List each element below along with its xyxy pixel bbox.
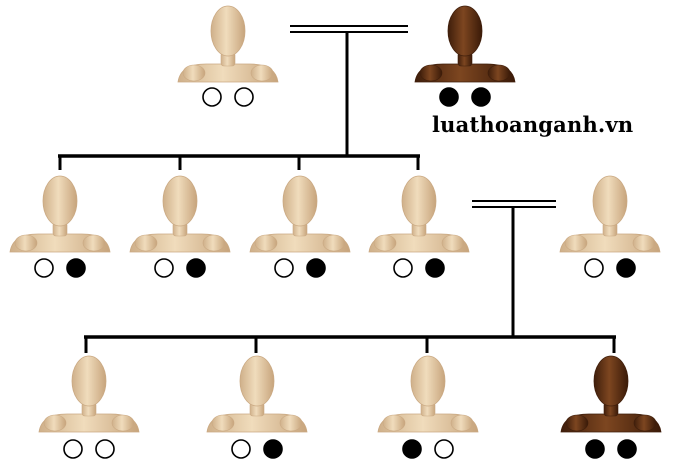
mannequin-shoulder-right <box>633 414 657 432</box>
mannequin-shoulder-left <box>419 64 443 82</box>
mannequin-shoulder-right <box>202 234 226 252</box>
mannequin-shoulder-left <box>211 414 235 432</box>
allele-filled-circle <box>263 439 283 459</box>
mannequin-head <box>71 355 107 407</box>
person-p-2 <box>129 175 231 278</box>
mannequin-head <box>410 355 446 407</box>
mannequin-shoulder-right <box>441 234 465 252</box>
connector-lines <box>58 25 616 353</box>
person-c-2 <box>206 355 308 459</box>
allele-empty-circle <box>231 439 251 459</box>
allele-filled-circle <box>439 87 459 107</box>
allele-empty-circle <box>393 258 413 278</box>
allele-empty-circle <box>34 258 54 278</box>
person-p-3 <box>249 175 351 278</box>
mannequin-shoulder-left <box>254 234 278 252</box>
allele-empty-circle <box>434 439 454 459</box>
mannequin-shoulder-left <box>382 414 406 432</box>
allele-empty-circle <box>95 439 115 459</box>
mannequin-head <box>42 175 78 227</box>
allele-filled-circle <box>471 87 491 107</box>
mannequin-head <box>239 355 275 407</box>
allele-empty-circle <box>63 439 83 459</box>
mannequin-shoulder-right <box>82 234 106 252</box>
mannequin-head <box>162 175 198 227</box>
mannequin-head <box>282 175 318 227</box>
mannequin-head <box>401 175 437 227</box>
mannequin-shoulder-right <box>250 64 274 82</box>
allele-empty-circle <box>584 258 604 278</box>
allele-filled-circle <box>617 439 637 459</box>
mannequin-shoulder-right <box>450 414 474 432</box>
mannequin-shoulder-right <box>322 234 346 252</box>
allele-empty-circle <box>274 258 294 278</box>
allele-empty-circle <box>154 258 174 278</box>
person-c-4 <box>560 355 662 459</box>
mannequin-shoulder-left <box>43 414 67 432</box>
person-gp-1 <box>177 5 279 107</box>
mannequin-shoulder-right <box>487 64 511 82</box>
allele-filled-circle <box>186 258 206 278</box>
person-c-1 <box>38 355 140 459</box>
mannequin-head <box>447 5 483 57</box>
mannequin-shoulder-left <box>134 234 158 252</box>
mannequin-head <box>592 175 628 227</box>
person-c-3 <box>377 355 479 459</box>
allele-filled-circle <box>585 439 605 459</box>
figures <box>9 5 662 459</box>
person-p-4 <box>368 175 470 278</box>
mannequin-shoulder-right <box>111 414 135 432</box>
mannequin-shoulder-right <box>632 234 656 252</box>
mannequin-head <box>210 5 246 57</box>
mannequin-shoulder-left <box>14 234 38 252</box>
mannequin-shoulder-left <box>373 234 397 252</box>
person-p-1 <box>9 175 111 278</box>
person-p-5 <box>559 175 661 278</box>
mannequin-head <box>593 355 629 407</box>
allele-empty-circle <box>234 87 254 107</box>
allele-empty-circle <box>202 87 222 107</box>
allele-filled-circle <box>425 258 445 278</box>
mannequin-shoulder-left <box>565 414 589 432</box>
mannequin-shoulder-left <box>564 234 588 252</box>
allele-filled-circle <box>66 258 86 278</box>
person-gp-2 <box>414 5 516 107</box>
allele-filled-circle <box>402 439 422 459</box>
allele-filled-circle <box>306 258 326 278</box>
mannequin-shoulder-right <box>279 414 303 432</box>
allele-filled-circle <box>616 258 636 278</box>
source-watermark: luathoanganh.vn <box>432 112 634 137</box>
mannequin-shoulder-left <box>182 64 206 82</box>
